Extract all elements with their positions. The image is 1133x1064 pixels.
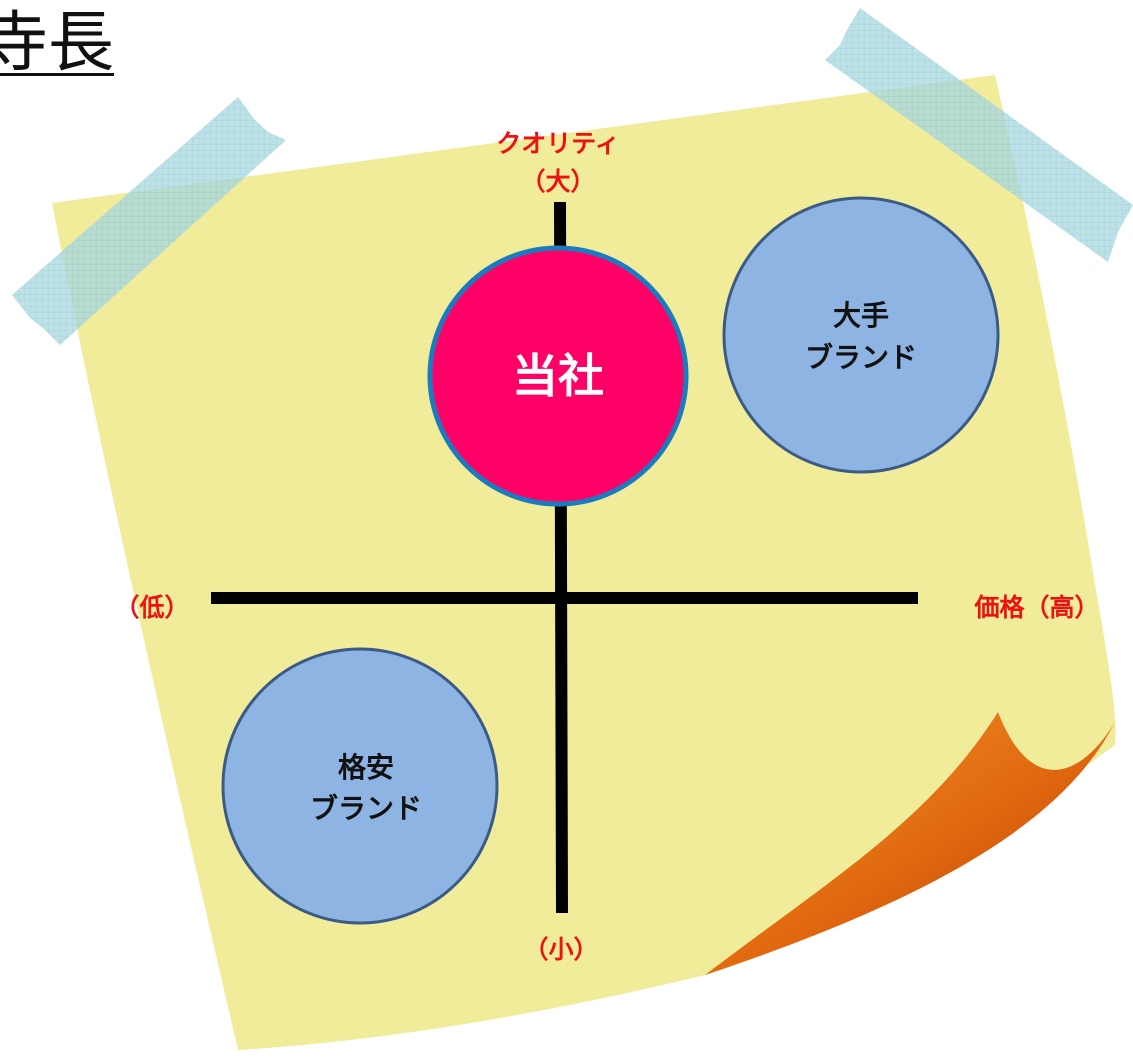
price-high-label: 価格（高） [973, 593, 1099, 622]
page-curl [705, 712, 1115, 975]
major-brand-label-line2: ブランド [805, 341, 917, 374]
major-brand-label-line1: 大手 [833, 299, 889, 332]
budget-brand-bubble [221, 647, 499, 925]
price-low-label: （低） [114, 593, 189, 622]
own-company-bubble [427, 245, 689, 507]
quality-high-label: （大） [520, 167, 595, 196]
own-company-label: 当社 [512, 349, 604, 403]
budget-brand-label-line1: 格安 [338, 751, 394, 784]
tape-left [12, 97, 286, 345]
slide-title: 寺長 [0, 4, 114, 81]
quality-low-label: （小） [523, 935, 598, 964]
budget-brand-label-line2: ブランド [310, 792, 422, 825]
sticky-note-paper [52, 75, 1116, 1050]
major-brand-bubble [722, 196, 1000, 474]
quality-axis-title: クオリティ [496, 129, 620, 158]
tape-right [825, 8, 1133, 262]
